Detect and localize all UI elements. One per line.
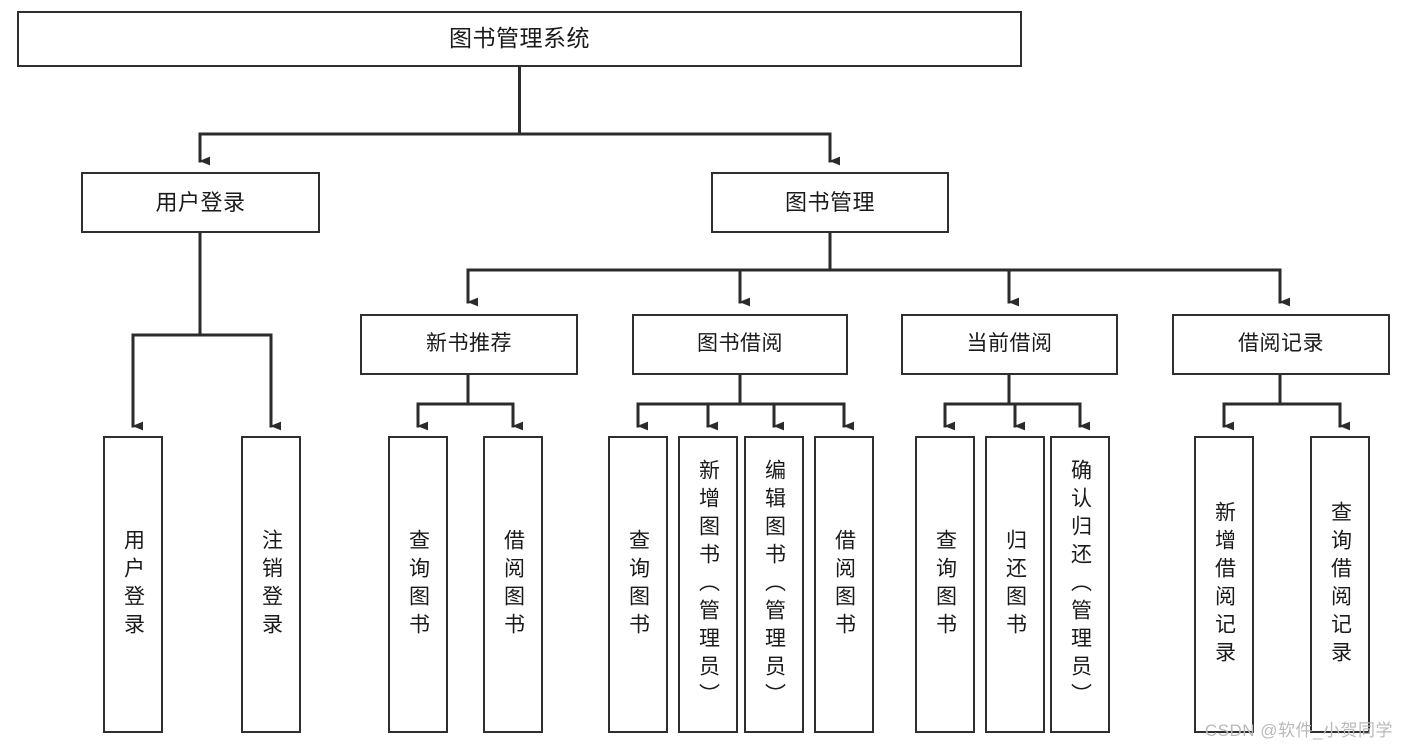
node-leaf-query-book-3-label: 查询图书 bbox=[933, 528, 957, 641]
node-book-borrow-label: 图书借阅 bbox=[697, 332, 783, 356]
node-book-borrow[interactable]: 图书借阅 bbox=[632, 314, 848, 375]
node-leaf-borrow-book-1[interactable]: 借阅图书 bbox=[483, 436, 543, 733]
node-borrow-record[interactable]: 借阅记录 bbox=[1172, 314, 1390, 375]
node-leaf-query-record[interactable]: 查询借阅记录 bbox=[1310, 436, 1370, 733]
node-leaf-add-book[interactable]: 新增图书（管理员） bbox=[678, 436, 738, 733]
node-leaf-confirm-return-label: 确认归还（管理员） bbox=[1068, 458, 1092, 711]
node-leaf-logout[interactable]: 注销登录 bbox=[241, 436, 301, 733]
node-book-management[interactable]: 图书管理 bbox=[711, 172, 949, 233]
node-leaf-edit-book[interactable]: 编辑图书（管理员） bbox=[744, 436, 804, 733]
node-new-book-recommend-label: 新书推荐 bbox=[426, 332, 512, 356]
node-leaf-add-book-label: 新增图书（管理员） bbox=[696, 458, 720, 711]
node-user-login-label: 用户登录 bbox=[155, 189, 246, 215]
node-leaf-user-login[interactable]: 用户登录 bbox=[103, 436, 163, 733]
node-leaf-logout-label: 注销登录 bbox=[259, 528, 283, 641]
node-leaf-borrow-book-2-label: 借阅图书 bbox=[832, 528, 856, 641]
node-leaf-borrow-book-1-label: 借阅图书 bbox=[501, 528, 525, 641]
node-leaf-query-book-3[interactable]: 查询图书 bbox=[915, 436, 975, 733]
node-current-borrow[interactable]: 当前借阅 bbox=[901, 314, 1118, 375]
node-borrow-record-label: 借阅记录 bbox=[1238, 332, 1324, 356]
node-leaf-query-book-2-label: 查询图书 bbox=[626, 528, 650, 641]
node-leaf-add-record[interactable]: 新增借阅记录 bbox=[1194, 436, 1254, 733]
node-leaf-confirm-return[interactable]: 确认归还（管理员） bbox=[1050, 436, 1110, 733]
node-leaf-user-login-label: 用户登录 bbox=[121, 528, 145, 641]
node-leaf-add-record-label: 新增借阅记录 bbox=[1212, 500, 1236, 669]
node-current-borrow-label: 当前借阅 bbox=[966, 332, 1053, 356]
node-root-system[interactable]: 图书管理系统 bbox=[17, 11, 1022, 67]
node-leaf-borrow-book-2[interactable]: 借阅图书 bbox=[814, 436, 874, 733]
node-leaf-query-book-2[interactable]: 查询图书 bbox=[608, 436, 668, 733]
node-leaf-return-book[interactable]: 归还图书 bbox=[985, 436, 1045, 733]
node-leaf-return-book-label: 归还图书 bbox=[1003, 528, 1027, 641]
node-leaf-query-record-label: 查询借阅记录 bbox=[1328, 500, 1352, 669]
node-book-management-label: 图书管理 bbox=[784, 189, 875, 215]
node-new-book-recommend[interactable]: 新书推荐 bbox=[360, 314, 578, 375]
node-root-system-label: 图书管理系统 bbox=[449, 25, 590, 52]
node-leaf-query-book-1[interactable]: 查询图书 bbox=[388, 436, 448, 733]
node-leaf-edit-book-label: 编辑图书（管理员） bbox=[762, 458, 786, 711]
node-leaf-query-book-1-label: 查询图书 bbox=[406, 528, 430, 641]
node-user-login[interactable]: 用户登录 bbox=[81, 172, 320, 233]
